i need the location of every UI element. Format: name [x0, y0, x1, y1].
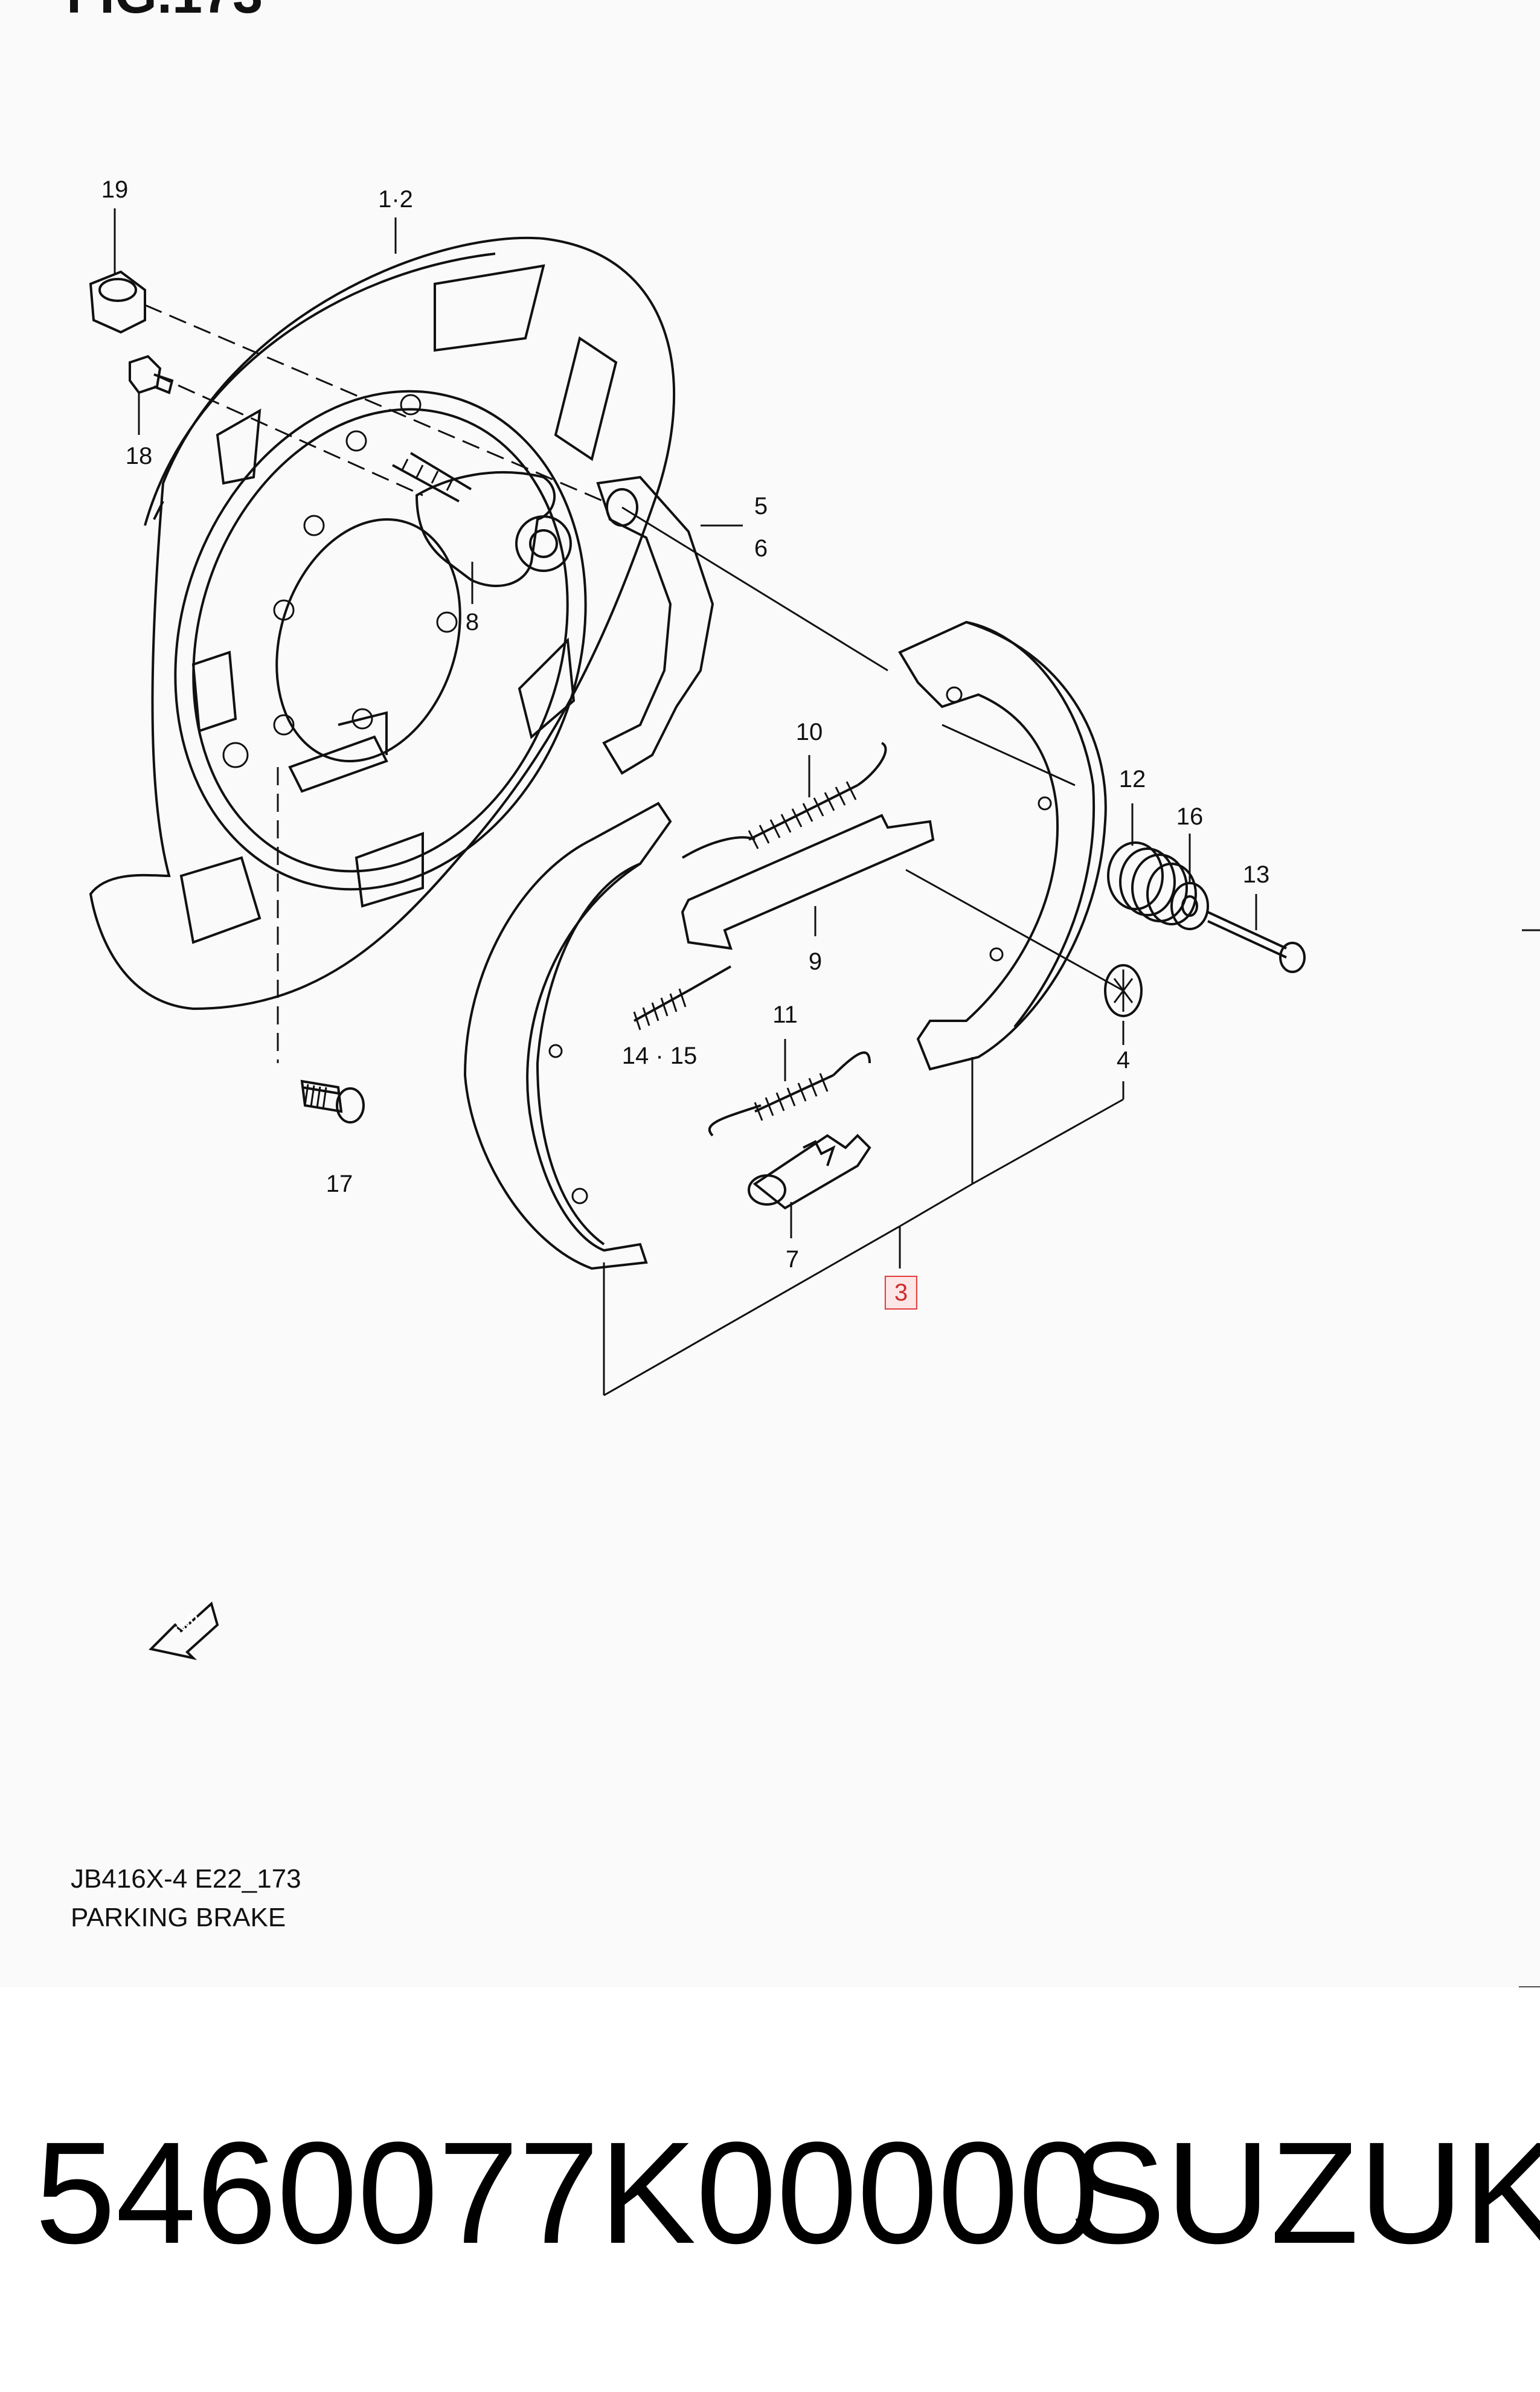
figure-title: FIG.173 — [66, 0, 263, 26]
spring-part-14-15 — [633, 965, 731, 1030]
leader-lines — [114, 208, 1257, 1397]
leader-dash-18 — [153, 373, 423, 497]
spring-part-12 — [1107, 841, 1197, 925]
callout-18: 18 — [125, 443, 153, 469]
nut-part-19 — [89, 270, 146, 334]
leader-line-5-6 — [621, 506, 888, 672]
callout-19: 19 — [101, 176, 129, 203]
spring-part-11 — [708, 1051, 871, 1137]
callout-5: 5 — [754, 493, 768, 519]
callout-6: 6 — [754, 535, 768, 562]
diagram-code: JB416X-4 E22_173 — [71, 1864, 301, 1894]
callout-4: 4 — [1116, 1047, 1131, 1073]
brake-shoe-upper — [898, 620, 1107, 1071]
backing-plate — [89, 237, 676, 1011]
callout-13: 13 — [1242, 861, 1270, 888]
brake-shoe-lower — [463, 802, 672, 1270]
callout-11: 11 — [772, 1001, 798, 1028]
diagram-panel: FIG.173 — [66, 0, 1540, 1987]
callout-8: 8 — [465, 609, 480, 635]
part-number: 5460077K00000 — [35, 2112, 1099, 2274]
callout-12: 12 — [1118, 766, 1146, 793]
anchor-pin-part-8 — [392, 452, 572, 587]
callout-9: 9 — [808, 948, 823, 975]
parking-brake-diagram: FWD — [89, 208, 1540, 1987]
leader-dash-19 — [144, 304, 605, 503]
bottom-bar — [0, 1987, 1540, 2392]
callout-10: 10 — [795, 719, 823, 745]
spring-part-10 — [681, 742, 887, 859]
diagram-name: PARKING BRAKE — [71, 1903, 286, 1932]
pin-part-13 — [1207, 911, 1306, 973]
callout-3-highlighted[interactable]: 3 — [884, 1276, 918, 1310]
callout-17: 17 — [326, 1171, 353, 1197]
brand-name: SUZUKI — [1069, 2112, 1540, 2274]
callout-14-15: 14 · 15 — [621, 1043, 698, 1069]
shoe-bracket-part-5-6 — [596, 475, 714, 775]
bolt-part-17 — [300, 1079, 365, 1124]
callout-1-2: 1·2 — [378, 186, 413, 213]
fwd-label: FWD — [168, 1609, 201, 1640]
washer-part-16 — [1170, 882, 1209, 930]
callout-7: 7 — [785, 1246, 800, 1273]
adjuster-part-7 — [748, 1134, 871, 1210]
bolt-part-18 — [129, 355, 174, 394]
fwd-arrow-icon — [148, 1601, 219, 1661]
callout-16: 16 — [1176, 803, 1204, 830]
strut-part-9 — [681, 814, 935, 950]
